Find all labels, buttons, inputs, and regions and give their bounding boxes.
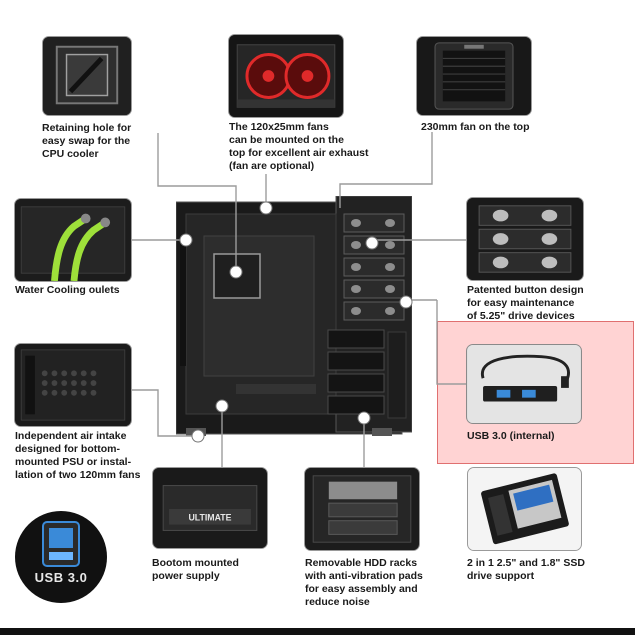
usb3-logo-badge: USB 3.0: [13, 510, 109, 604]
caption-patented-button: Patented button design for easy maintena…: [467, 284, 584, 322]
caption-fan-230: 230mm fan on the top: [421, 121, 530, 133]
ssd-bracket-photo: [467, 467, 582, 551]
usb3-logo-text: USB 3.0: [34, 570, 88, 585]
red-fans-photo: [228, 34, 344, 118]
caption-hdd-racks: Removable HDD racks with anti-vibration …: [305, 557, 423, 608]
usb-internal-photo: [466, 344, 582, 424]
drive-bay-buttons-photo: [466, 197, 584, 281]
caption-air-intake: Independent air intake designed for bott…: [15, 430, 141, 481]
water-cooling-photo: [14, 198, 132, 282]
air-intake-photo: [14, 343, 132, 427]
retaining-hole-photo: [42, 36, 132, 116]
caption-fans-120: The 120x25mm fans can be mounted on the …: [229, 121, 369, 172]
caption-retaining-hole: Retaining hole for easy swap for the CPU…: [42, 122, 132, 160]
hdd-racks-photo: [304, 467, 420, 551]
top-fan-photo: [416, 36, 532, 116]
psu-brand-label: ULTIMATE: [188, 513, 231, 523]
psu-photo: ULTIMATE: [152, 467, 268, 549]
caption-psu-bottom: Bootom mounted power supply: [152, 557, 239, 582]
pc-case-image: [175, 195, 413, 436]
caption-usb-internal: USB 3.0 (internal): [467, 430, 555, 442]
bottom-border: [0, 628, 635, 635]
caption-ssd-support: 2 in 1 2.5" and 1.8" SSD drive support: [467, 557, 585, 582]
caption-water-cooling: Water Cooling oulets: [15, 284, 120, 296]
